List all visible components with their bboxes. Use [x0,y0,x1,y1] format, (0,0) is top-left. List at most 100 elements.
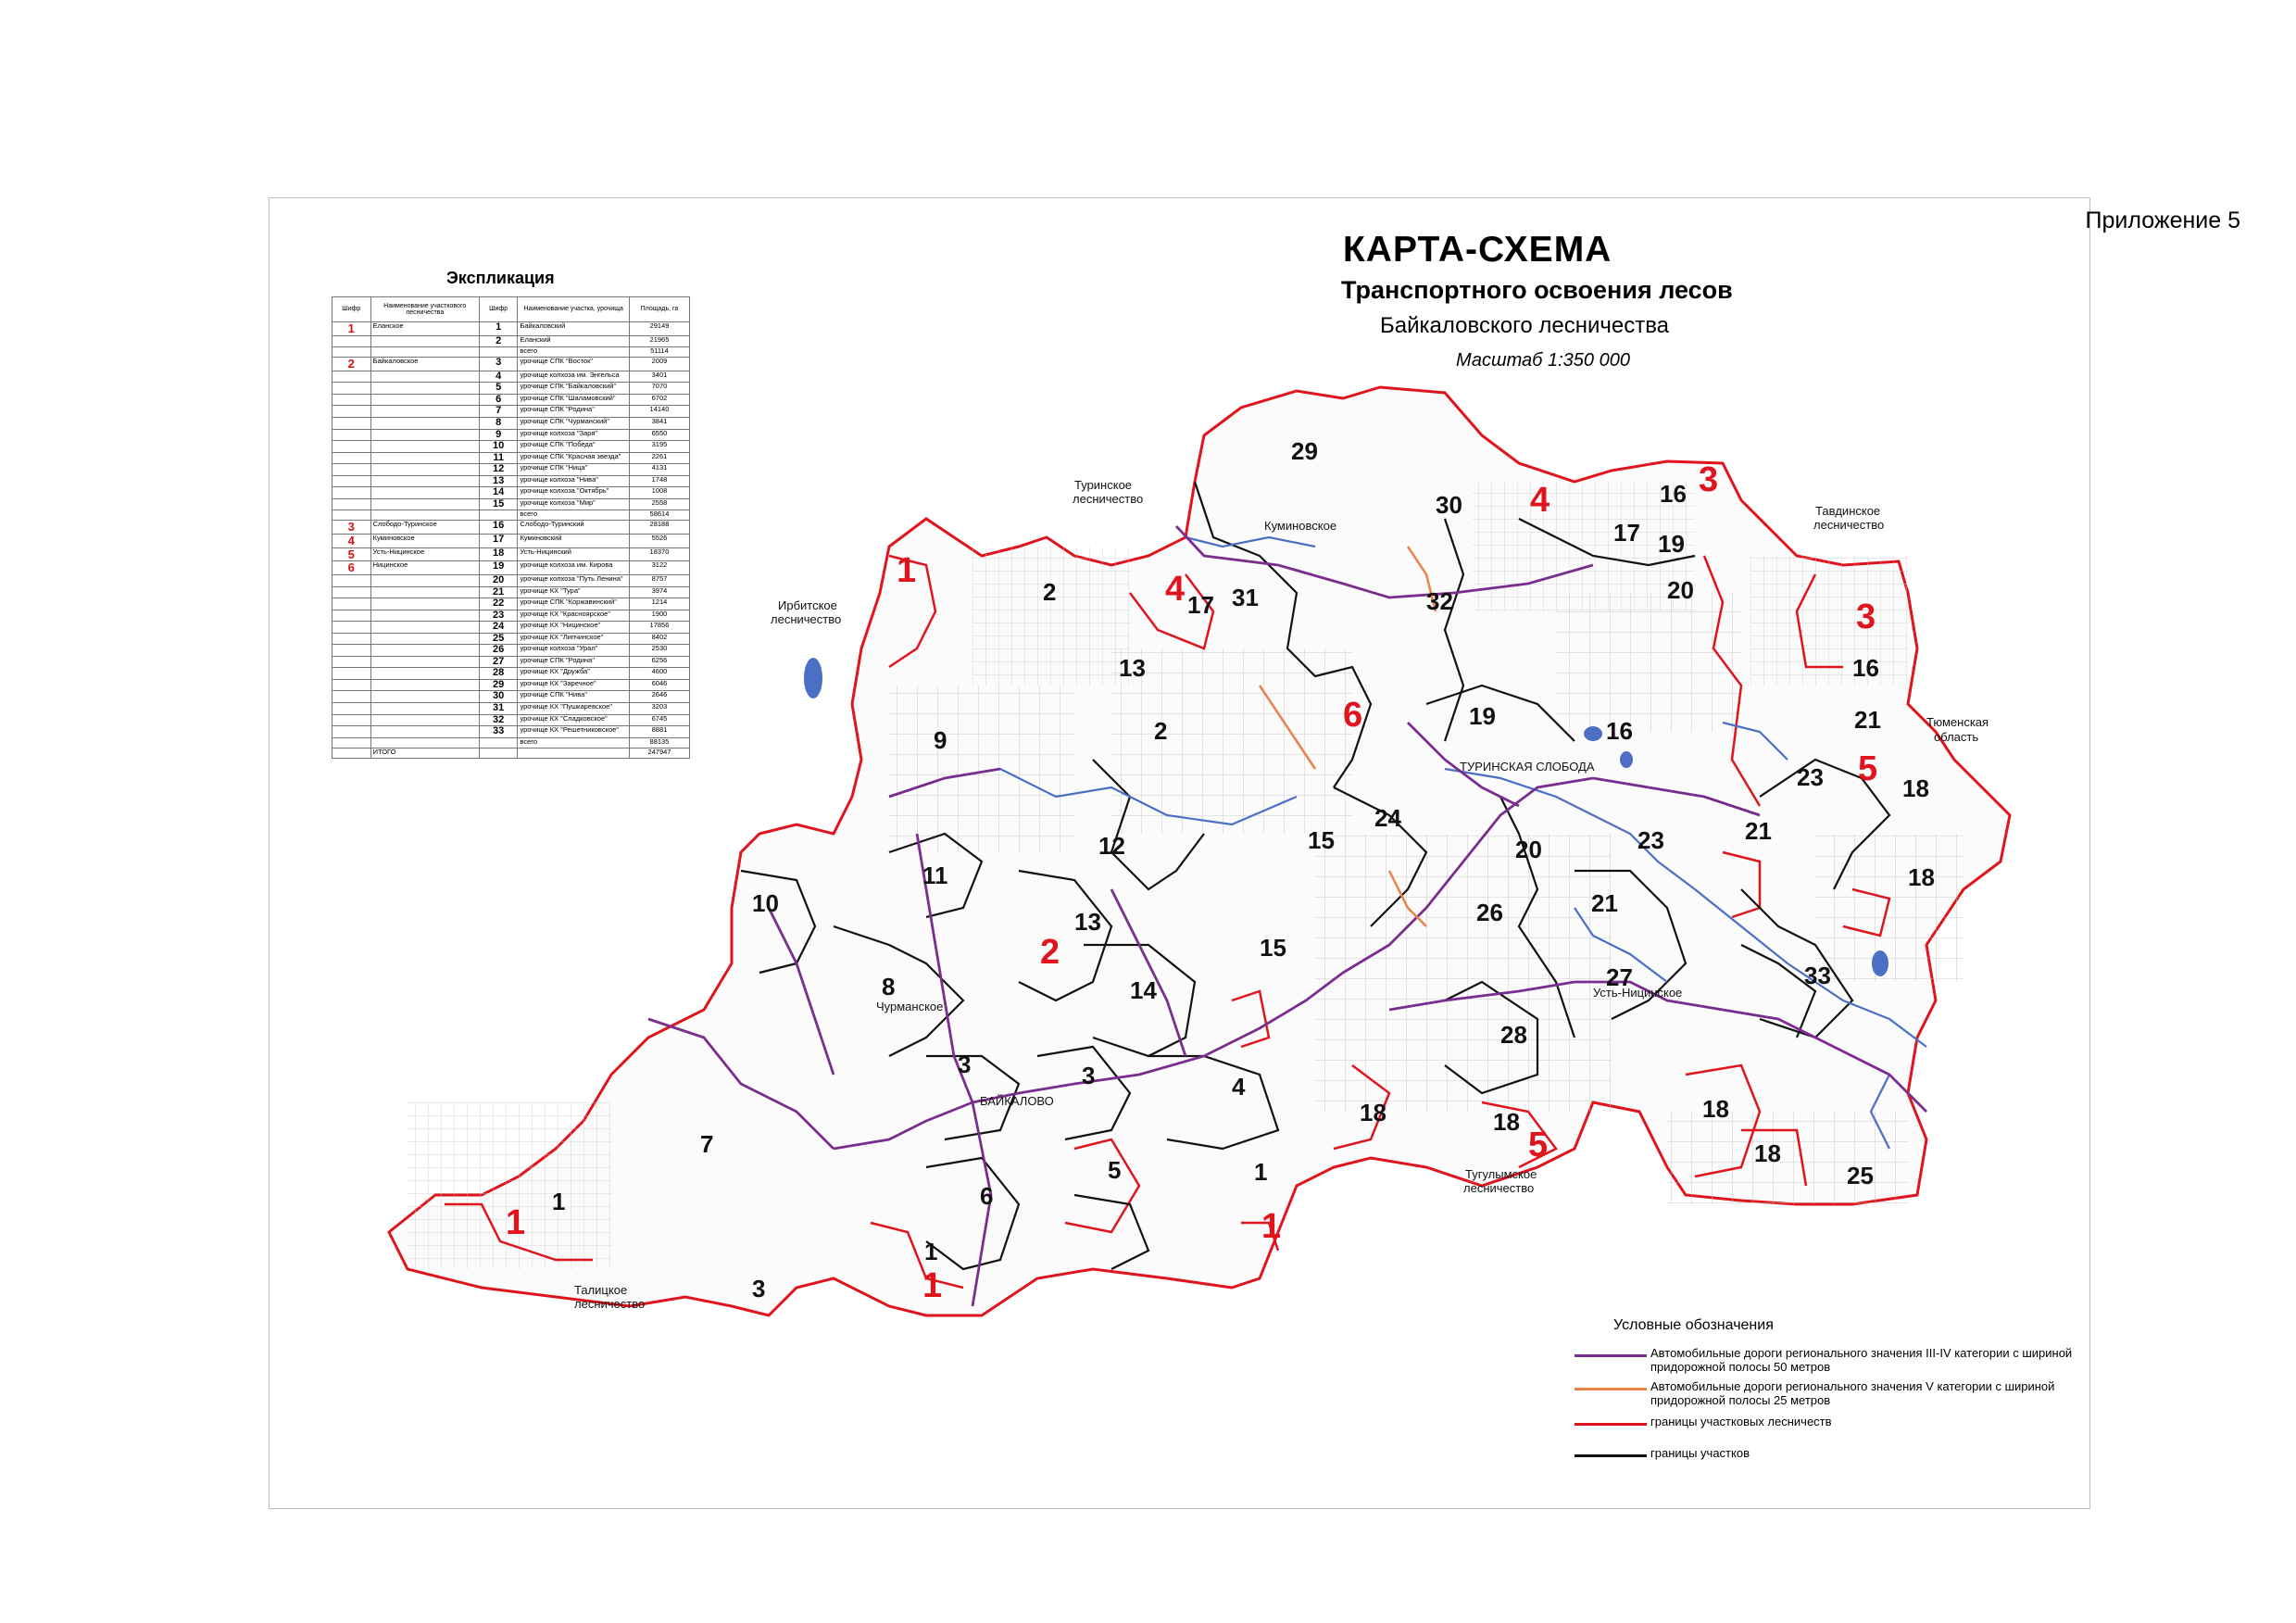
place-label: Талицкое [574,1283,627,1297]
forestry-number-label: 1 [897,551,916,590]
quarter-grid-center [1111,648,1352,834]
explication-cell-name: Куминовский [517,534,630,548]
explication-cell-area: 18370 [628,547,691,562]
place-label: ТУРИНСКАЯ СЛОБОДА [1460,760,1595,774]
parcel-number-label: 4 [1232,1073,1246,1101]
legend-swatch-road-5 [1575,1388,1647,1390]
explication-cell-code: 2 [332,357,371,371]
parcel-number-label: 20 [1515,836,1542,863]
parcel-number-label: 16 [1852,654,1879,682]
explication-cell-num: 17 [478,534,519,548]
parcel-number-label: 23 [1637,826,1664,854]
place-label: лесничество [1463,1181,1534,1195]
explication-cell-name: Усть-Ницинский [517,547,630,562]
place-label: лесничество [1813,518,1884,532]
explication-cell-name: урочище СПК "Восток" [517,357,630,371]
header-parcel: Наименование участка, урочища [517,296,630,322]
explication-cell-forestry: Куминовское [370,534,480,548]
quarter-grid-center-east [1556,593,1741,732]
forestry-number-label: 6 [1343,696,1362,735]
parcel-number-label: 27 [1606,963,1633,991]
parcel-number-label: 21 [1591,889,1618,917]
explication-cell-name: урочище СПК "Шаламовский" [517,393,630,407]
parcel-number-label: 1 [552,1188,565,1215]
parcel-number-label: 19 [1469,702,1496,730]
map-frame [269,197,2090,1509]
parcel-number-label: 18 [1493,1108,1520,1136]
explication-cell-area: 29149 [628,321,691,336]
parcel-number-label: 11 [922,862,948,889]
parcel-number-label: 28 [1500,1021,1527,1049]
forestry-number-label: 1 [1261,1207,1281,1246]
parcel-number-label: 18 [1754,1139,1781,1167]
forestry-number-label: 5 [1528,1126,1548,1164]
parcel-number-label: 3 [1082,1062,1095,1089]
quarter-grid-south-east [1667,1112,1908,1204]
place-label: лесничество [1073,492,1143,506]
explication-cell-name: всего [517,346,630,359]
appendix-label: Приложение 5 [2085,208,2240,233]
parcel-number-label: 14 [1130,976,1157,1004]
legend-swatch-road-3-4 [1575,1354,1647,1357]
explication-cell-forestry: ИТОГО [370,747,480,759]
parcel-number-label: 3 [752,1275,765,1302]
parcel-number-label: 16 [1606,717,1633,745]
explication-cell-name [517,747,630,759]
parcel-number-label: 24 [1374,804,1401,832]
parcel-number-label: 17 [1613,519,1640,547]
parcel-number-label: 13 [1074,908,1101,936]
place-label: Тюменская [1926,715,1989,729]
parcel-number-label: 16 [1660,480,1687,508]
quarter-grid-south [1315,834,1612,1112]
explication-cell-forestry: Еланское [370,321,480,336]
header-code: Шифр [332,296,371,322]
parcel-number-label: 15 [1308,826,1335,854]
parcel-number-label: 18 [1360,1099,1386,1126]
explication-cell-area: 3841 [628,417,691,430]
parcel-number-label: 20 [1667,576,1694,604]
forestry-number-label: 1 [506,1203,525,1242]
explication-cell-forestry: Байкаловское [370,357,480,371]
explication-cell-name: Слободо-Туринский [517,520,630,535]
quarter-grid-north-west [972,547,1130,686]
parcel-number-label: 18 [1902,774,1929,802]
parcel-number-label: 12 [1098,832,1125,860]
header-forestry: Наименование участкового лесничества [370,296,480,322]
parcel-number-label: 5 [1108,1156,1121,1184]
parcel-number-label: 29 [1291,437,1318,465]
header-area: Площадь, га [628,296,691,322]
explication-cell-num: 16 [478,520,519,535]
parcel-number-label: 2 [1043,578,1056,606]
roads-category-5 [1258,546,1437,927]
legend-text-road-3-4: Автомобильные дороги регионального значе… [1650,1346,2073,1374]
forestry-inner-boundaries [445,554,1891,1290]
explication-cell-area: 8881 [628,725,691,738]
lakes [804,658,1888,976]
map-subtitle-forestry: Байкаловского лесничества [1380,313,1670,338]
parcel-number-label: 15 [1260,934,1286,962]
roads-category-3-4 [647,525,1927,1307]
legend-text-road-5: Автомобильные дороги регионального значе… [1650,1379,2055,1407]
explication-cell-forestry [370,510,480,522]
explication-cell-area: 3122 [628,560,691,575]
place-label: Ирбитское [778,598,837,612]
explication-cell-area: 2009 [628,357,691,371]
explication-header-row: Шифр Наименование участкового лесничеств… [332,296,691,322]
parcel-number-label: 1 [924,1238,937,1265]
parcel-number-label: 31 [1232,584,1259,611]
